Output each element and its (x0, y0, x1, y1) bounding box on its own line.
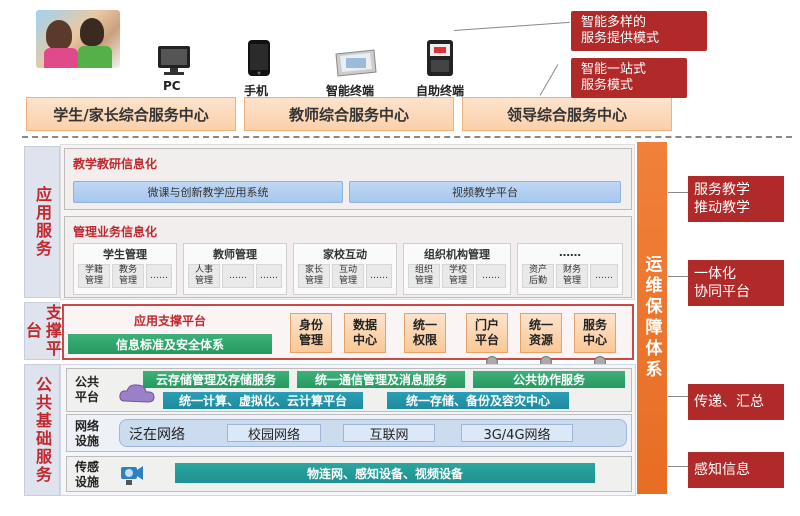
support-platform-frame: 应用支撑平台 信息标准及安全体系 身份 管理 数据 中心 统一 权限 门户 平台… (62, 304, 634, 360)
tile-unified-resource: 统一 资源 (520, 313, 562, 353)
right-connector-1 (668, 192, 688, 193)
mini-item: 家长 管理 (298, 264, 330, 288)
tile-data-center: 数据 中心 (344, 313, 386, 353)
cloud-icon (119, 384, 155, 403)
campus-network: 校园网络 (227, 424, 321, 443)
sensor-label: 传感 设施 (75, 460, 100, 489)
card-home-school-interaction: 家校互动 家长 管理 互动 管理 …… (293, 243, 397, 295)
unified-communication-service: 统一通信管理及消息服务 (297, 371, 465, 388)
device-label-kiosk: 自助终端 (416, 84, 465, 98)
callout-integrated-platform: 一体化 协同平台 (688, 260, 784, 306)
mini-item: 组织 管理 (408, 264, 440, 288)
internet: 互联网 (343, 424, 435, 443)
iot-sensor-video-devices: 物连网、感知设备、视频设备 (175, 463, 595, 483)
mobile-3g-4g-network: 3G/4G网络 (461, 424, 573, 443)
teacher-service-center: 教师综合服务中心 (244, 97, 454, 131)
kiosk-icon (427, 40, 453, 76)
mini-item: 互动 管理 (332, 264, 364, 288)
card-teacher-management: 教师管理 人事 管理 …… …… (183, 243, 287, 295)
student-parent-service-center: 学生/家长综合服务中心 (26, 97, 236, 131)
phone-icon (248, 40, 270, 76)
mini-item: 学籍 管理 (78, 264, 110, 288)
users-photo (36, 10, 120, 68)
teaching-block: 教学教研信息化 微课与创新教学应用系统 视频教学平台 (64, 148, 632, 210)
unified-compute-cloud-platform: 统一计算、虚拟化、云计算平台 (163, 392, 363, 409)
mini-item: 学校 管理 (442, 264, 474, 288)
callout-transmit-aggregate: 传递、汇总 (688, 384, 784, 420)
section-divider (22, 136, 792, 138)
mini-item: 资产 后勤 (522, 264, 554, 288)
public-collaboration-service: 公共协作服务 (473, 371, 625, 388)
tablet-icon (335, 49, 377, 77)
band-application-services: 应用服务 (24, 146, 60, 298)
mini-item: …… (256, 264, 282, 288)
mini-item: …… (476, 264, 506, 288)
video-teaching-platform: 视频教学平台 (349, 181, 621, 203)
mini-item: …… (222, 264, 254, 288)
support-title: 应用支撑平台 (134, 314, 207, 328)
teaching-title: 教学教研信息化 (73, 157, 158, 171)
right-connector-3 (668, 396, 688, 397)
ops-maintenance-system: 运维保障体系 (637, 142, 667, 494)
callout-one-stop-service: 智能一站式 服务模式 (571, 58, 687, 98)
public-platform-label: 公共 平台 (75, 375, 100, 404)
card-organization-management: 组织机构管理 组织 管理 学校 管理 …… (403, 243, 511, 295)
info-standard-security: 信息标准及安全体系 (68, 334, 272, 354)
device-label-pc: PC (163, 79, 181, 93)
card-title: 教师管理 (213, 248, 257, 261)
sensor-block: 传感 设施 物连网、感知设备、视频设备 (66, 456, 632, 492)
card-title: 家校互动 (323, 248, 367, 261)
band-public-infrastructure: 公共基础服务 (24, 364, 60, 496)
band-support-platform: 支撑平台 (23, 302, 62, 360)
device-label-phone: 手机 (244, 84, 269, 98)
tile-identity-management: 身份 管理 (290, 313, 332, 353)
callout-connector-2 (539, 64, 559, 96)
network-label: 网络 设施 (75, 419, 100, 448)
mini-item: …… (590, 264, 618, 288)
mini-item: …… (366, 264, 392, 288)
callout-diverse-service: 智能多样的 服务提供模式 (571, 11, 707, 51)
mini-item: 财务 管理 (556, 264, 588, 288)
tile-portal-platform: 门户 平台 (466, 313, 508, 353)
card-title: 组织机构管理 (424, 248, 490, 261)
right-connector-4 (668, 466, 688, 467)
tile-service-center: 服务 中心 (574, 313, 616, 353)
microclass-system: 微课与创新教学应用系统 (73, 181, 343, 203)
right-connector-2 (668, 276, 688, 277)
mini-item: 教务 管理 (112, 264, 144, 288)
unified-storage-backup-center: 统一存储、备份及容灾中心 (387, 392, 569, 409)
management-title: 管理业务信息化 (73, 225, 158, 239)
mini-item: 人事 管理 (188, 264, 220, 288)
card-more: …… 资产 后勤 财务 管理 …… (517, 243, 623, 295)
camera-icon (121, 466, 143, 485)
tile-unified-permission: 统一 权限 (404, 313, 446, 353)
leader-service-center: 领导综合服务中心 (462, 97, 672, 131)
card-student-management: 学生管理 学籍 管理 教务 管理 …… (73, 243, 177, 295)
device-label-tablet: 智能终端 (326, 84, 375, 98)
public-platform-block: 公共 平台 云存储管理及存储服务 统一通信管理及消息服务 公共协作服务 统一计算… (66, 368, 632, 412)
management-block: 管理业务信息化 学生管理 学籍 管理 教务 管理 …… 教师管理 人事 管理 …… (64, 216, 632, 298)
callout-sense-info: 感知信息 (688, 452, 784, 488)
pc-icon (158, 46, 190, 75)
network-block: 网络 设施 泛在网络 校园网络 互联网 3G/4G网络 (66, 414, 632, 452)
card-title: 学生管理 (103, 248, 147, 261)
callout-connector-1 (453, 21, 570, 31)
callout-serve-teaching: 服务教学 推动教学 (688, 176, 784, 222)
mini-item: …… (146, 264, 172, 288)
ubiquitous-network: 泛在网络 (129, 427, 185, 443)
cloud-storage-service: 云存储管理及存储服务 (143, 371, 289, 388)
card-title: …… (559, 246, 581, 259)
